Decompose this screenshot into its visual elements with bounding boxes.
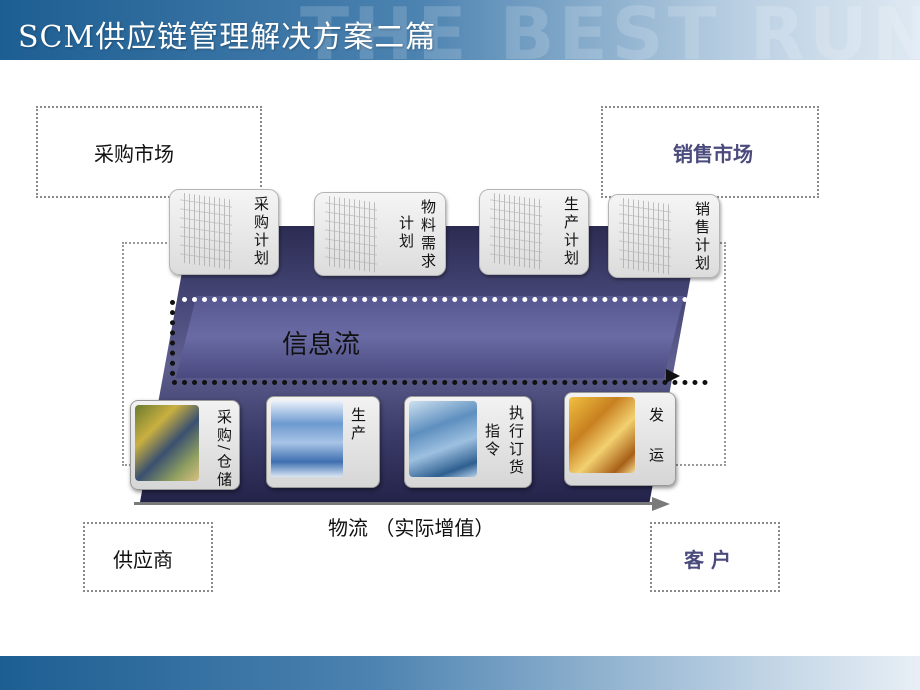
plan-label: 生产计划 [562,196,580,268]
information-flow-band [176,296,684,378]
exec-label-line2: 执行订货 [507,405,525,477]
header-watermark: THE BEST RUN BUSIN [300,0,920,60]
information-flow-dots-left [170,300,175,376]
exec-card-order: 执行订货 指令 [404,396,532,488]
photo-icon [135,405,199,481]
chart-grid-icon [619,197,671,275]
supplier-label: 供应商 [113,548,173,572]
information-flow-dots [172,297,708,385]
exec-label-line1: 运 [647,447,665,465]
material-flow-arrow-head-icon [652,497,670,511]
sales-market-label: 销售市场 [673,142,753,166]
material-flow-arrow [134,502,654,505]
supplier-box: 供应商 [83,522,213,592]
exec-card-delivery: 发 运 [564,392,676,486]
plan-card-production: 生产计划 [479,189,589,275]
chart-grid-icon [490,192,542,270]
exec-label-line1: 指令 [483,423,501,459]
plan-label-line2: 物料需求 [419,199,437,271]
exec-card-purchase-storage: 采购/仓储 [130,400,240,490]
sales-market-box: 销售市场 [601,106,819,198]
customer-box: 客 户 [650,522,780,592]
chart-grid-icon [325,195,377,273]
footer-bar [0,656,920,690]
photo-icon [409,401,477,477]
plan-label: 销售计划 [693,201,711,273]
photo-icon [569,397,635,473]
photo-icon [271,401,343,477]
purchase-market-label: 采购市场 [94,142,174,166]
plan-label-line1: 计划 [397,215,415,251]
exec-card-production: 生产 [266,396,380,488]
customer-label: 客 户 [684,548,731,572]
plan-label: 采购计划 [252,196,270,268]
exec-label: 生产 [349,407,367,443]
page-title: SCM供应链管理解决方案二篇 [18,20,437,55]
plan-card-sales: 销售计划 [608,194,720,278]
information-flow-arrow-icon [666,369,680,383]
exec-label: 采购/仓储 [215,409,233,490]
information-flow-label: 信息流 [282,330,361,360]
chart-grid-icon [180,192,232,270]
title-bar: THE BEST RUN BUSIN SCM供应链管理解决方案二篇 [0,0,920,60]
exec-label-line2: 发 [647,407,665,425]
purchase-market-box: 采购市场 [36,106,262,198]
plan-card-purchase: 采购计划 [169,189,279,275]
material-flow-label: 物流 （实际增值） [328,516,495,540]
plan-card-material: 物料需求 计划 [314,192,446,276]
